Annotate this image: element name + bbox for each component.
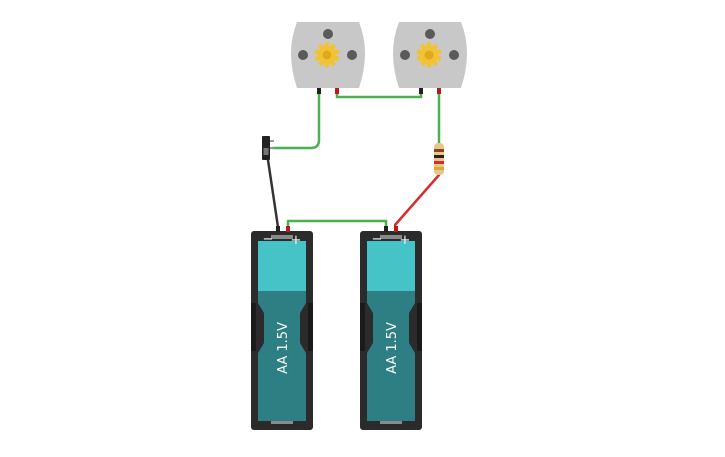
switch-lead-bottom: [270, 147, 274, 149]
battery-label: AA 1.5V: [385, 322, 400, 374]
gear-tooth: [426, 42, 432, 48]
battery-negative-symbol: −: [372, 232, 383, 247]
resistor-band-1: [434, 149, 444, 152]
gear-tooth: [324, 62, 330, 68]
switch-lead-top: [270, 140, 274, 142]
motor-terminal-left[interactable]: [419, 88, 423, 94]
motor-terminal-right[interactable]: [437, 88, 441, 94]
motor-top-hole: [425, 29, 435, 39]
battery-negative-symbol: −: [263, 232, 274, 247]
battery-positive-symbol: +: [291, 233, 302, 248]
resistor[interactable]: [434, 143, 444, 175]
battery-terminal-negative[interactable]: [276, 226, 280, 232]
battery-1[interactable]: − + AA 1.5V: [251, 226, 313, 430]
battery-2[interactable]: − + AA 1.5V: [360, 226, 422, 430]
battery-positive-symbol: +: [400, 233, 411, 248]
battery-bottom-contact: [380, 421, 402, 424]
motor-left-hole: [400, 50, 410, 60]
motor-top-hole: [323, 29, 333, 39]
gear-icon: [416, 42, 442, 68]
battery-holder-ridge-right: [308, 303, 313, 351]
motor-terminal-left[interactable]: [317, 88, 321, 94]
motor-right-hole: [449, 50, 459, 60]
gear-tooth: [324, 42, 330, 48]
wire-resistor-battery2[interactable]: [393, 173, 441, 227]
motor-terminal-right[interactable]: [335, 88, 339, 94]
gear-icon: [314, 42, 340, 68]
switch-handle[interactable]: [263, 148, 269, 155]
motor-1[interactable]: [291, 22, 365, 94]
battery-holder-ridge-left: [251, 303, 256, 351]
battery-holder-ridge-left: [360, 303, 365, 351]
wires: [266, 90, 441, 229]
battery-terminal-negative[interactable]: [384, 226, 388, 232]
wire-battery1-battery2[interactable]: [286, 219, 388, 229]
resistor-band-2: [434, 155, 444, 158]
motor-2[interactable]: [393, 22, 467, 94]
resistor-body: [434, 143, 444, 175]
resistor-band-3: [434, 161, 444, 164]
gear-tooth: [426, 62, 432, 68]
battery-bottom-contact: [271, 421, 293, 424]
battery-holder-ridge-right: [417, 303, 422, 351]
battery-cell-top: [367, 241, 415, 291]
battery-terminal-positive[interactable]: [394, 226, 398, 232]
wire-motor1-switch[interactable]: [270, 90, 321, 150]
resistor-band-4: [434, 167, 444, 170]
motor-right-hole: [347, 50, 357, 60]
battery-label: AA 1.5V: [276, 322, 291, 374]
motor-left-hole: [298, 50, 308, 60]
battery-contact: [380, 235, 402, 239]
battery-contact: [271, 235, 293, 239]
slide-switch[interactable]: [262, 136, 274, 160]
wire-motor1-motor2[interactable]: [335, 90, 423, 99]
battery-cell-top: [258, 241, 306, 291]
wire-switch-battery1[interactable]: [266, 158, 280, 229]
battery-terminal-positive[interactable]: [286, 226, 290, 232]
